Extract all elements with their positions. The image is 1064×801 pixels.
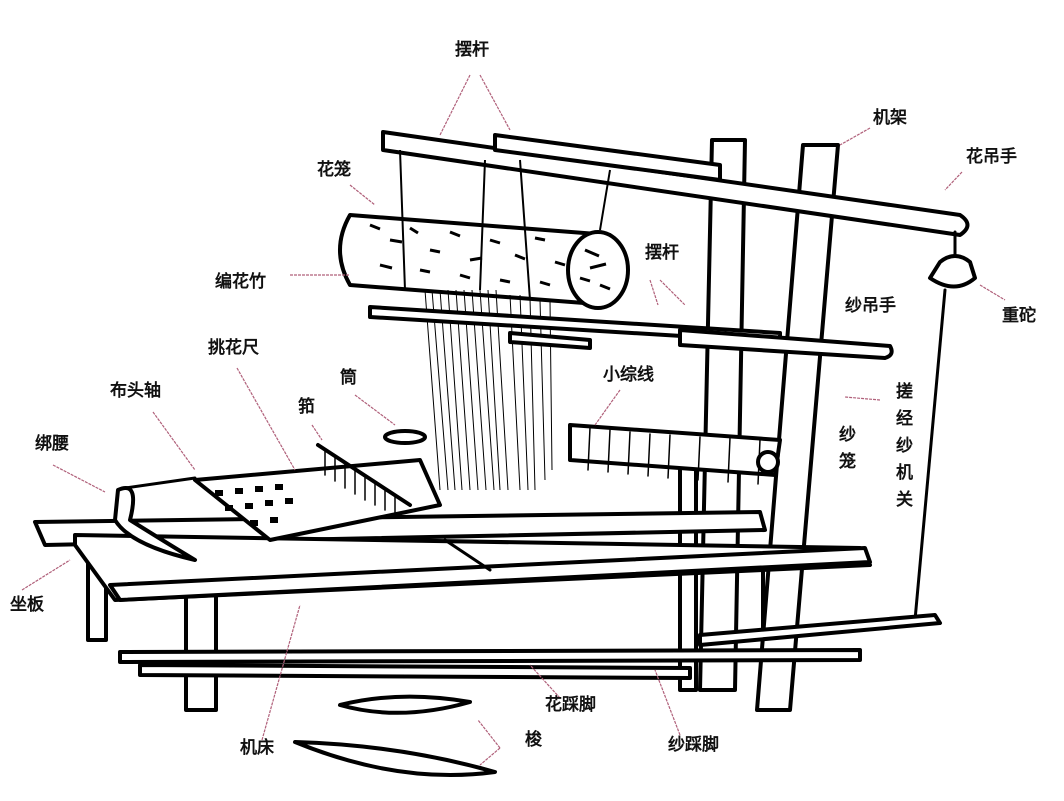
woven-cloth — [113, 429, 442, 562]
label-pattern-bamboo: 编花竹 — [215, 272, 266, 292]
label-cloth-beam: 布头轴 — [110, 381, 161, 401]
treadles — [118, 613, 942, 680]
label-shuttle: 梭 — [525, 730, 542, 750]
label-pattern-hanger: 花吊手 — [966, 147, 1017, 167]
label-swing-rod-mid: 摆杆 — [645, 243, 679, 263]
label-loom-bed: 机床 — [240, 738, 274, 758]
loom-bed — [33, 510, 872, 602]
label-waist-belt: 绑腰 — [35, 434, 69, 454]
label-seat-board: 坐板 — [10, 595, 44, 615]
label-pattern-cage: 花笼 — [317, 160, 351, 180]
label-pattern-treadle: 花踩脚 — [545, 695, 596, 715]
warp-threads — [399, 149, 611, 491]
label-warp-mechanism: 搓经纱机关 — [892, 382, 912, 517]
leader-lines — [21, 74, 1006, 766]
label-swing-rod-top: 摆杆 — [455, 40, 489, 60]
heddle-frame — [568, 423, 782, 485]
label-pattern-ruler: 挑花尺 — [208, 338, 259, 358]
label-small-heddle: 小综线 — [603, 365, 654, 385]
label-yarn-cage: 纱笼 — [835, 425, 855, 479]
label-frame: 机架 — [873, 108, 907, 128]
label-tube: 筒 — [340, 368, 357, 388]
shuttles — [293, 694, 497, 777]
label-yarn-treadle: 纱踩脚 — [668, 735, 719, 755]
label-reed: 筘 — [298, 397, 315, 417]
top-beam — [381, 130, 977, 622]
label-yarn-hanger: 纱吊手 — [845, 296, 896, 316]
pattern-cage — [338, 213, 630, 310]
label-weight: 重砣 — [1002, 306, 1036, 326]
mid-rods — [368, 305, 894, 360]
